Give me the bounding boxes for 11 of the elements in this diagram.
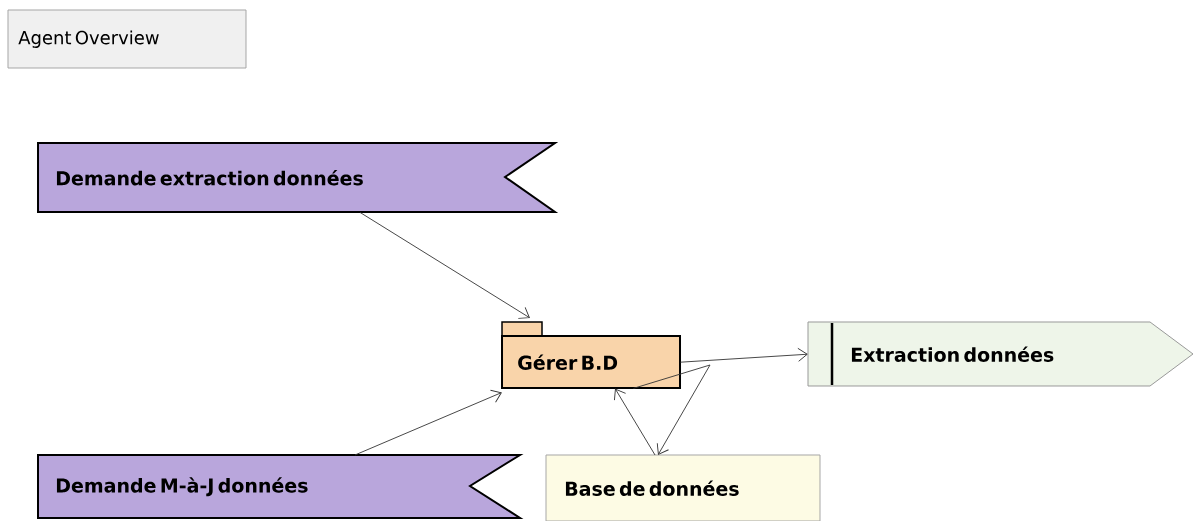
arrow [359, 211, 530, 319]
arrow [679, 347, 808, 363]
database-box: Base de données [545, 454, 821, 521]
title-button: Agent Overview [7, 9, 247, 69]
arrow [354, 389, 502, 456]
event-flag: Demande M-à-J données [37, 454, 524, 519]
output-pentagon: Extraction données [807, 321, 1194, 387]
arrow [632, 364, 711, 455]
package-box: Gérer B.D [501, 321, 681, 389]
arrow [614, 388, 656, 456]
event-flag: Demande extraction données [37, 142, 559, 213]
